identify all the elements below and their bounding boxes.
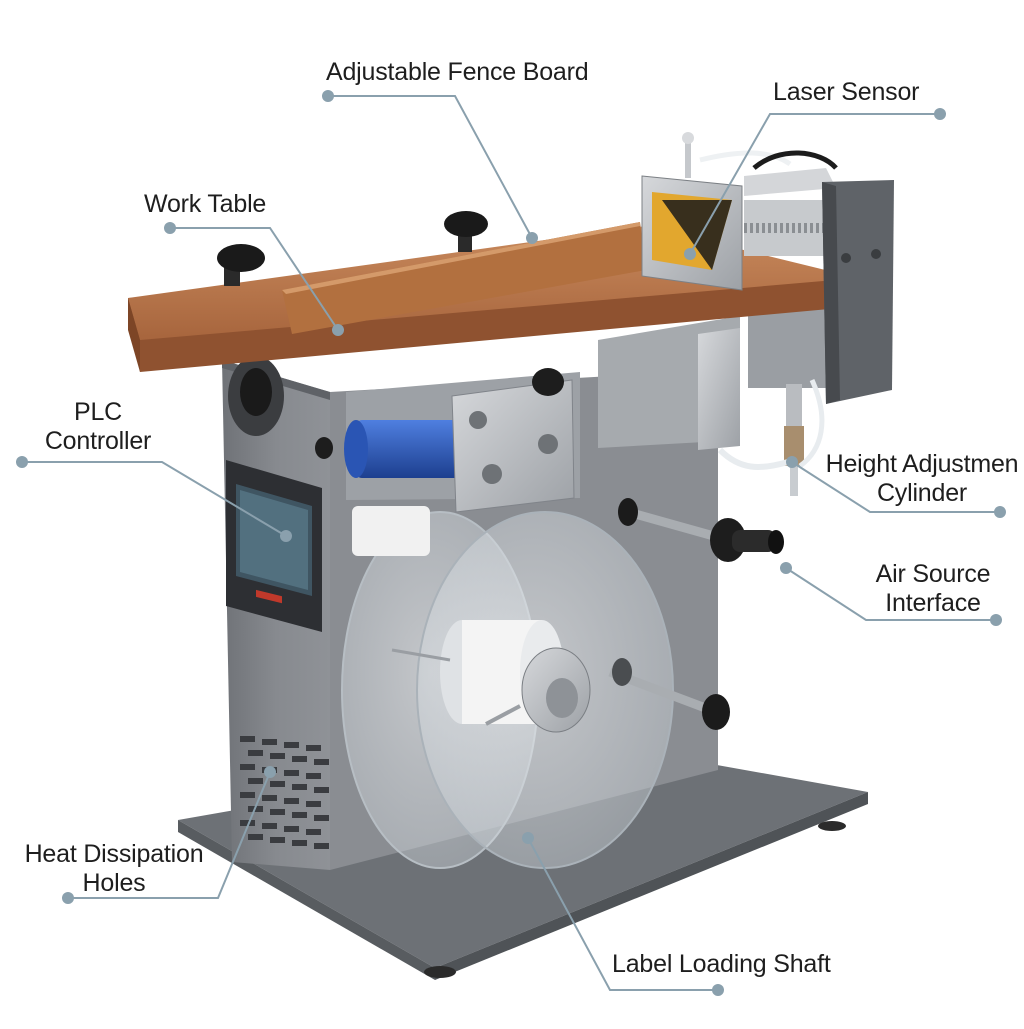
leader-plc-controller <box>22 461 287 537</box>
label-line: PLC <box>73 398 123 426</box>
label-height-adjustment-cylinder: Height Adjustmen Cylinder <box>820 450 1024 508</box>
leader-dot <box>526 232 538 244</box>
label-line: Heat Dissipation <box>24 840 204 868</box>
leader-dot <box>280 530 292 542</box>
leader-adjustable-fence-board <box>328 95 533 239</box>
label-reel <box>341 511 674 869</box>
label-line: Laser Sensor <box>773 78 920 106</box>
label-line: Cylinder <box>876 479 968 507</box>
leader-heat-dissipation-holes <box>68 771 271 899</box>
leader-work-table <box>170 227 339 331</box>
leader-dot <box>934 108 946 120</box>
vent-slot <box>284 798 299 804</box>
vent-slot <box>314 787 329 793</box>
label-laser-sensor: Laser Sensor <box>773 78 919 107</box>
leader-air-source-interface <box>785 567 996 621</box>
vent-slot <box>240 792 255 798</box>
vent-slot <box>292 784 307 790</box>
vent-slot <box>284 770 299 776</box>
label-label-loading-shaft: Label Loading Shaft <box>612 950 831 979</box>
vent-slot <box>248 834 263 840</box>
vent-slot <box>306 801 321 807</box>
leader-lines <box>16 90 1006 996</box>
label-line: Holes <box>82 869 146 897</box>
label-line: Adjustable Fence Board <box>326 58 589 86</box>
label-air-source-interface: Air Source Interface <box>866 560 1000 618</box>
label-work-table: Work Table <box>144 190 266 219</box>
vent-slot <box>292 812 307 818</box>
vent-slot <box>270 809 285 815</box>
vent-slot <box>314 815 329 821</box>
leader-dot <box>712 984 724 996</box>
vent-slot <box>270 753 285 759</box>
vent-slot <box>292 756 307 762</box>
label-line: Label Loading Shaft <box>612 950 831 978</box>
vent-slot <box>240 764 255 770</box>
label-plc-controller: PLC Controller <box>36 398 160 456</box>
vent-slot <box>270 837 285 843</box>
vent-slot <box>314 759 329 765</box>
vent-slot <box>248 750 263 756</box>
vent-slot <box>284 742 299 748</box>
vent-slot <box>262 739 277 745</box>
vent-slot <box>248 778 263 784</box>
leader-dot <box>780 562 792 574</box>
label-line: Air Source <box>875 560 991 588</box>
laser-sensor-assembly <box>641 132 894 404</box>
leader-height-adjustment-cylinder <box>791 461 1000 513</box>
leader-dot <box>322 90 334 102</box>
leader-dot <box>164 222 176 234</box>
leader-dot <box>990 614 1002 626</box>
label-line: Controller <box>44 427 152 455</box>
leader-dot <box>684 248 696 260</box>
label-line: Interface <box>885 589 981 617</box>
vent-slot <box>306 773 321 779</box>
label-line: Height Adjustmen <box>825 450 1019 478</box>
vent-slot <box>306 745 321 751</box>
leader-dot <box>786 456 798 468</box>
label-line: Work Table <box>144 190 267 218</box>
vent-slot <box>240 820 255 826</box>
leader-dot <box>522 832 534 844</box>
vent-slot <box>306 829 321 835</box>
label-adjustable-fence-board: Adjustable Fence Board <box>326 58 589 87</box>
vent-slot <box>240 736 255 742</box>
vent-slot <box>284 826 299 832</box>
vent-slot <box>314 843 329 849</box>
air-fitting <box>710 518 784 562</box>
plc-touchscreen <box>226 460 322 632</box>
vent-slot <box>262 823 277 829</box>
leader-dot <box>332 324 344 336</box>
vent-slot <box>270 781 285 787</box>
heat-vents <box>240 736 329 849</box>
leader-dot <box>16 456 28 468</box>
leader-dot <box>994 506 1006 518</box>
leader-dot <box>62 892 74 904</box>
leader-label-loading-shaft <box>527 837 718 991</box>
label-heat-dissipation-holes: Heat Dissipation Holes <box>16 840 212 898</box>
leader-dot <box>264 766 276 778</box>
vent-slot <box>292 840 307 846</box>
vent-slot <box>262 795 277 801</box>
labeling-head <box>315 368 580 556</box>
leader-laser-sensor <box>689 113 940 255</box>
